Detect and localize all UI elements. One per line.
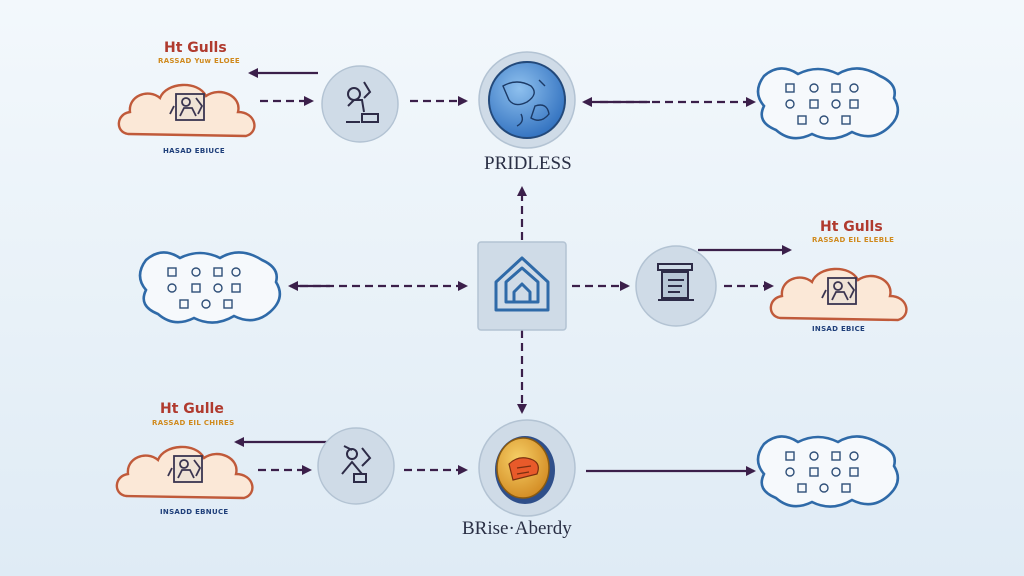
hub-top	[478, 51, 576, 149]
cloud-top-right	[756, 67, 900, 140]
people-icon	[821, 277, 857, 305]
house-icon	[494, 256, 550, 312]
relay-mid	[635, 245, 717, 327]
globe-icon	[488, 61, 566, 139]
device-grid-icon	[785, 83, 859, 125]
hub-bottom	[478, 419, 576, 517]
arrows	[234, 68, 792, 476]
cloud-mid-right	[769, 267, 908, 322]
cloud-bottom-left	[115, 445, 254, 500]
device-grid-icon	[785, 451, 859, 493]
cloud-bottom-left-subtitle: RASSAD EIL CHIRES	[152, 419, 235, 427]
people-icon	[169, 93, 205, 121]
gold-coin-icon	[495, 436, 555, 504]
cloud-top-left-subtitle: RASSAD Yuw ELOEE	[158, 57, 240, 65]
cloud-bottom-left-title: Ht Gulle	[160, 401, 224, 417]
cloud-mid-left	[138, 251, 282, 324]
cloud-top-left-title: Ht Gulls	[164, 40, 227, 56]
cloud-top-left	[117, 83, 256, 138]
relay-bottom	[317, 427, 395, 505]
cloud-bottom-right	[756, 435, 900, 508]
terminal-icon	[657, 263, 694, 301]
hub-top-label: PRIDLESS	[484, 153, 572, 174]
cloud-bottom-left-caption: INSADD EBNUCE	[160, 508, 229, 516]
cloud-mid-right-title: Ht Gulls	[820, 219, 883, 235]
device-grid-icon	[167, 267, 241, 309]
people-icon	[341, 445, 372, 483]
people-icon	[167, 455, 203, 483]
relay-top	[321, 65, 399, 143]
cloud-top-left-caption: HASAD EBIUCE	[163, 147, 225, 155]
person-desk-icon	[346, 81, 379, 123]
cloud-mid-right-subtitle: RASSAD EIL ELEBLE	[812, 236, 895, 244]
cloud-mid-right-caption: INSAD EBICE	[812, 325, 866, 333]
hub-bottom-label: BRise·Aberdy	[462, 518, 572, 539]
hub-center	[477, 241, 567, 331]
